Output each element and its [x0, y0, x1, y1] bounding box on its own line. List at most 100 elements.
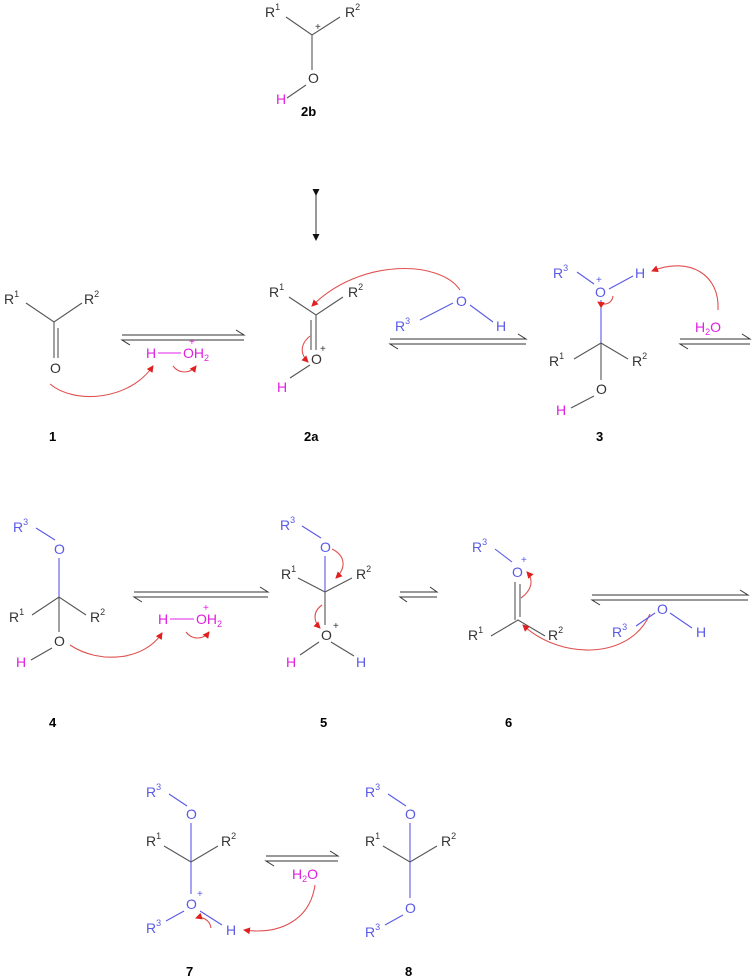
curved-arrow-4	[69, 632, 163, 658]
svg-text:O: O	[186, 806, 197, 822]
svg-text:O: O	[54, 541, 65, 557]
structure-5: R3 O R1 R2 O + H H	[280, 515, 371, 670]
curved-arrow-4b	[185, 631, 210, 639]
svg-text:O: O	[311, 351, 322, 367]
svg-text:R1: R1	[146, 831, 161, 849]
curved-arrow-attack-2	[522, 613, 651, 651]
svg-text:O: O	[186, 896, 197, 912]
svg-text:R1: R1	[265, 2, 280, 20]
svg-text:O: O	[595, 284, 606, 300]
compound-label-4: 4	[49, 715, 57, 730]
svg-text:O: O	[308, 70, 319, 86]
svg-text:H: H	[16, 654, 26, 670]
curved-arrow-1	[49, 365, 154, 398]
svg-text:R1: R1	[549, 351, 564, 369]
compound-label-3: 3	[596, 429, 603, 444]
curved-arrow-attack-1	[311, 268, 461, 307]
svg-text:R3: R3	[395, 316, 410, 334]
svg-text:H: H	[635, 265, 645, 281]
svg-text:+: +	[596, 275, 602, 286]
equilibrium-arrow-7	[264, 850, 340, 867]
svg-text:H: H	[556, 402, 566, 418]
svg-text:R2: R2	[632, 351, 647, 369]
svg-text:O: O	[320, 539, 331, 555]
equilibrium-arrow-6	[590, 589, 750, 606]
svg-text:R3: R3	[472, 537, 487, 555]
compound-label-5: 5	[320, 715, 327, 730]
svg-text:OH2: OH2	[196, 611, 222, 629]
structure-4: R3 O R1 R2 O H	[9, 517, 105, 670]
svg-text:O: O	[405, 900, 416, 916]
svg-text:OH2: OH2	[183, 345, 209, 363]
alcohol-2: R3 O H	[612, 601, 706, 640]
compound-label-2a: 2a	[304, 429, 319, 444]
curved-arrow-3-internal	[597, 295, 614, 309]
curved-arrow-1b	[172, 365, 197, 373]
svg-text:+: +	[197, 889, 203, 900]
svg-text:O: O	[657, 601, 668, 617]
svg-text:+: +	[189, 337, 195, 348]
svg-text:R2: R2	[348, 282, 363, 300]
equilibrium-arrow-3	[678, 333, 752, 350]
svg-text:+: +	[320, 344, 326, 355]
curved-arrow-7-internal	[195, 912, 212, 929]
structure-2a: R1 R2 O + H	[269, 282, 363, 395]
svg-text:R2: R2	[221, 831, 236, 849]
svg-text:+: +	[333, 621, 339, 632]
svg-text:O: O	[405, 806, 416, 822]
svg-text:R3: R3	[280, 515, 295, 533]
svg-text:R2: R2	[345, 2, 360, 20]
svg-text:R1: R1	[269, 282, 284, 300]
structure-7: R3 O R1 R2 O + R3 H	[146, 782, 236, 938]
curved-arrow-water-1	[651, 265, 719, 311]
curved-arrow-6-internal	[520, 571, 534, 599]
svg-text:R1: R1	[4, 289, 19, 307]
svg-text:R2: R2	[90, 607, 105, 625]
svg-text:+: +	[521, 555, 527, 566]
svg-text:+: +	[315, 22, 321, 33]
svg-text:H: H	[226, 922, 236, 938]
structure-6: R3 O + R1 R2	[468, 537, 563, 643]
svg-text:H: H	[146, 345, 156, 361]
svg-text:R2: R2	[548, 625, 563, 643]
water-2: H2O	[292, 866, 318, 884]
svg-text:O: O	[456, 293, 467, 309]
compound-label-6: 6	[505, 715, 512, 730]
svg-text:H: H	[158, 611, 168, 627]
svg-text:R2: R2	[441, 831, 456, 849]
equilibrium-arrow-1	[120, 329, 246, 346]
compound-label-2b: 2b	[301, 104, 316, 119]
svg-text:O: O	[321, 627, 332, 643]
svg-text:H: H	[496, 318, 506, 334]
structure-3: R3 O + H R1 R2 O H	[549, 263, 647, 418]
curved-arrow-5-bottom	[313, 604, 323, 629]
svg-text:R1: R1	[9, 607, 24, 625]
svg-text:R3: R3	[365, 922, 380, 940]
svg-text:O: O	[596, 381, 607, 397]
svg-text:H: H	[696, 624, 706, 640]
curved-arrow-5-top	[331, 548, 344, 579]
compound-label-7: 7	[186, 964, 193, 979]
svg-text:R3: R3	[13, 517, 28, 535]
svg-text:R1: R1	[468, 625, 483, 643]
svg-text:H: H	[286, 654, 296, 670]
svg-text:H: H	[356, 654, 366, 670]
alcohol-1: R3 O H	[395, 293, 506, 334]
svg-text:R1: R1	[281, 564, 296, 582]
svg-text:R3: R3	[553, 263, 568, 281]
svg-text:O: O	[54, 633, 65, 649]
svg-text:R3: R3	[365, 782, 380, 800]
compound-label-1: 1	[49, 429, 56, 444]
curved-arrow-water-2	[243, 884, 316, 935]
svg-text:R2: R2	[84, 289, 99, 307]
hydronium-1: H OH2 +	[146, 337, 209, 363]
water-1: H2O	[695, 319, 721, 337]
hydronium-2: H OH2 +	[158, 603, 222, 629]
structure-8: R3 O R1 R2 O R3	[365, 782, 456, 940]
svg-text:R2: R2	[356, 564, 371, 582]
structure-1: R1 R2 O	[4, 289, 99, 376]
svg-text:R3: R3	[146, 782, 161, 800]
structure-2b: R1 R2 + O H	[265, 2, 360, 107]
svg-text:H: H	[276, 91, 286, 107]
